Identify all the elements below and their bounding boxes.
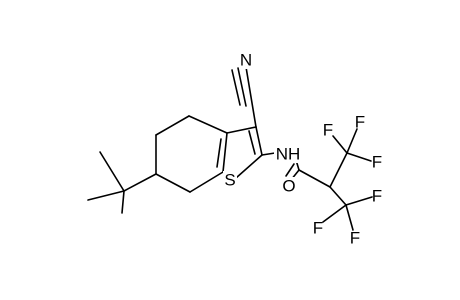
bond-ch-cf3-lower xyxy=(329,186,347,206)
bond-lower-cf3-f6 xyxy=(345,204,354,231)
bond-ring-c6-c7 xyxy=(155,173,191,193)
amide-nh-label: NH xyxy=(276,145,301,164)
nitrile-nitrogen-label: N xyxy=(240,51,252,70)
bond-ring-c5-c4 xyxy=(155,115,190,136)
bond-tbu-methyl-left xyxy=(87,190,125,201)
bond-c2-s xyxy=(235,154,263,179)
bond-lower-cf3-f4 xyxy=(345,196,373,206)
sulfur-label: S xyxy=(224,171,235,190)
carbonyl-oxygen-label: O xyxy=(282,177,295,196)
fluorine-label-5: F xyxy=(313,219,323,238)
fluorine-label-3: F xyxy=(372,153,382,172)
bond-c3-c2-inner xyxy=(248,130,256,155)
bond-c3-c2 xyxy=(255,126,263,156)
bond-lower-cf3-f5 xyxy=(322,204,347,223)
bond-upper-cf3-f1 xyxy=(332,135,348,154)
bond-carbonyl-ch xyxy=(298,169,331,188)
bond-nitrile-b xyxy=(231,69,241,106)
bond-c3a-c7a-inner xyxy=(216,138,222,168)
atom-labels: N NH S O F F F F F F xyxy=(223,51,382,248)
bond-tbu-methyl-up xyxy=(99,151,125,192)
sulfur-label-bg xyxy=(223,171,237,189)
bond-upper-cf3-f2 xyxy=(346,128,358,154)
bond-tbu-c-ring xyxy=(123,173,157,192)
oxygen-label-bg xyxy=(281,177,297,195)
bond-c3a-c3 xyxy=(226,126,257,134)
bond-c3a-c7a xyxy=(222,132,228,173)
bond-nitrile-a xyxy=(245,66,257,128)
bond-upper-cf3-f3 xyxy=(346,152,372,162)
bond-lines xyxy=(87,66,373,231)
bond-ring-c7-c7a xyxy=(189,171,224,193)
nitrile-n-label-bg xyxy=(239,51,253,69)
amide-nh-label-bg xyxy=(274,145,302,163)
fluorine-label-2: F xyxy=(355,113,365,132)
bond-nitrile-c xyxy=(237,67,247,107)
bond-ring-c4-c3a xyxy=(188,115,228,134)
fluorine-label-6: F xyxy=(350,229,360,248)
bond-tbu-methyl-down xyxy=(121,190,125,214)
bond-carbonyl-o-double xyxy=(285,163,295,177)
bond-ch-cf3-upper xyxy=(329,152,348,188)
bond-c2-nh xyxy=(261,152,276,156)
fluorine-label-4: F xyxy=(372,187,382,206)
fluorine-label-1: F xyxy=(323,121,333,140)
